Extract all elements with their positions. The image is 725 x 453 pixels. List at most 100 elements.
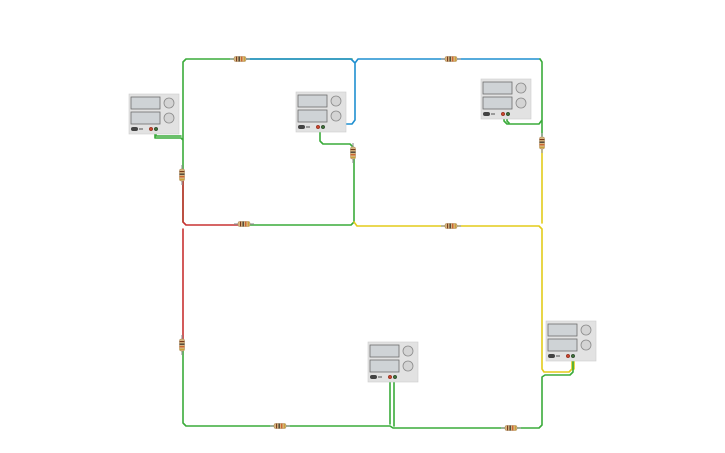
resistor-band	[247, 221, 249, 227]
resistor-band	[539, 144, 545, 146]
supply-display	[369, 359, 400, 373]
resistor-band	[514, 425, 516, 431]
negative-terminal-icon[interactable]	[505, 111, 511, 117]
resistor[interactable]	[501, 425, 521, 431]
supply-knob-icon[interactable]	[163, 97, 175, 109]
resistor-band	[179, 176, 185, 178]
resistor[interactable]	[179, 165, 185, 185]
resistor-band	[539, 139, 545, 141]
resistor-band	[447, 56, 449, 62]
supply-display	[130, 111, 161, 125]
resistor-band	[278, 423, 280, 429]
wire-yellow[interactable]	[353, 149, 575, 373]
resistor[interactable]	[230, 56, 250, 62]
resistor-band	[350, 149, 356, 151]
wire-red[interactable]	[182, 175, 245, 346]
resistor-band	[242, 221, 244, 227]
supply-indicator	[378, 376, 382, 378]
supply-knob-icon[interactable]	[402, 345, 414, 357]
resistor-band	[449, 223, 451, 229]
positive-terminal-icon[interactable]	[500, 111, 506, 117]
supply-indicator	[306, 126, 310, 128]
resistor-band	[243, 56, 245, 62]
resistor-band	[452, 56, 454, 62]
negative-terminal-icon[interactable]	[320, 124, 326, 130]
positive-terminal-icon[interactable]	[565, 353, 571, 359]
supply-display	[297, 94, 328, 108]
supply-knob-icon[interactable]	[330, 95, 342, 107]
power-switch-icon[interactable]	[548, 354, 555, 358]
resistor-band	[350, 151, 356, 153]
resistor-band	[179, 343, 185, 345]
supply-display	[130, 96, 161, 110]
power-switch-icon[interactable]	[131, 127, 138, 131]
power-supplies-layer	[128, 78, 597, 383]
resistor-band	[238, 56, 240, 62]
negative-terminal-icon[interactable]	[153, 126, 159, 132]
resistor-band	[539, 146, 545, 148]
resistor[interactable]	[270, 423, 290, 429]
supply-knob-icon[interactable]	[515, 97, 527, 109]
power-switch-icon[interactable]	[298, 125, 305, 129]
resistor[interactable]	[539, 133, 545, 153]
resistor-band	[350, 154, 356, 156]
positive-terminal-icon[interactable]	[148, 126, 154, 132]
supply-knob-icon[interactable]	[515, 82, 527, 94]
resistor-band	[454, 223, 456, 229]
wire-green[interactable]	[154, 58, 353, 223]
supply-display	[482, 96, 513, 110]
supply-indicator	[491, 113, 495, 115]
supply-display	[547, 338, 578, 352]
power-supply[interactable]	[480, 78, 532, 120]
resistor-band	[241, 56, 243, 62]
resistor[interactable]	[441, 56, 461, 62]
resistor-band	[509, 425, 511, 431]
resistor[interactable]	[350, 143, 356, 163]
supply-knob-icon[interactable]	[580, 324, 592, 336]
supply-display	[297, 109, 328, 123]
negative-terminal-icon[interactable]	[392, 374, 398, 380]
resistor-band	[507, 425, 509, 431]
power-supply[interactable]	[545, 320, 597, 362]
positive-terminal-icon[interactable]	[387, 374, 393, 380]
negative-terminal-icon[interactable]	[570, 353, 576, 359]
resistor-band	[539, 141, 545, 143]
supply-knob-icon[interactable]	[402, 360, 414, 372]
supply-knob-icon[interactable]	[580, 339, 592, 351]
resistor-band	[240, 221, 242, 227]
wire-green[interactable]	[182, 348, 574, 429]
resistor[interactable]	[441, 223, 461, 229]
resistor-band	[245, 221, 247, 227]
power-switch-icon[interactable]	[483, 112, 490, 116]
wire-green[interactable]	[243, 127, 355, 226]
supply-display	[482, 81, 513, 95]
resistor-band	[179, 178, 185, 180]
resistor-band	[350, 156, 356, 158]
power-supply[interactable]	[367, 341, 419, 383]
supply-knob-icon[interactable]	[330, 110, 342, 122]
resistors-layer	[179, 56, 545, 431]
resistor-band	[179, 341, 185, 343]
resistor-band	[179, 348, 185, 350]
power-supply[interactable]	[295, 91, 347, 133]
wires-layer	[154, 58, 575, 429]
resistor-band	[276, 423, 278, 429]
resistor-band	[452, 223, 454, 229]
supply-knob-icon[interactable]	[163, 112, 175, 124]
power-switch-icon[interactable]	[370, 375, 377, 379]
power-supply[interactable]	[128, 93, 180, 135]
resistor-band	[236, 56, 238, 62]
supply-indicator	[556, 355, 560, 357]
resistor-band	[454, 56, 456, 62]
resistor-band	[179, 171, 185, 173]
resistor-band	[447, 223, 449, 229]
resistor-band	[179, 346, 185, 348]
resistor-band	[449, 56, 451, 62]
supply-indicator	[139, 128, 143, 130]
resistor[interactable]	[234, 221, 254, 227]
supply-display	[369, 344, 400, 358]
resistor[interactable]	[179, 335, 185, 355]
supply-display	[547, 323, 578, 337]
positive-terminal-icon[interactable]	[315, 124, 321, 130]
